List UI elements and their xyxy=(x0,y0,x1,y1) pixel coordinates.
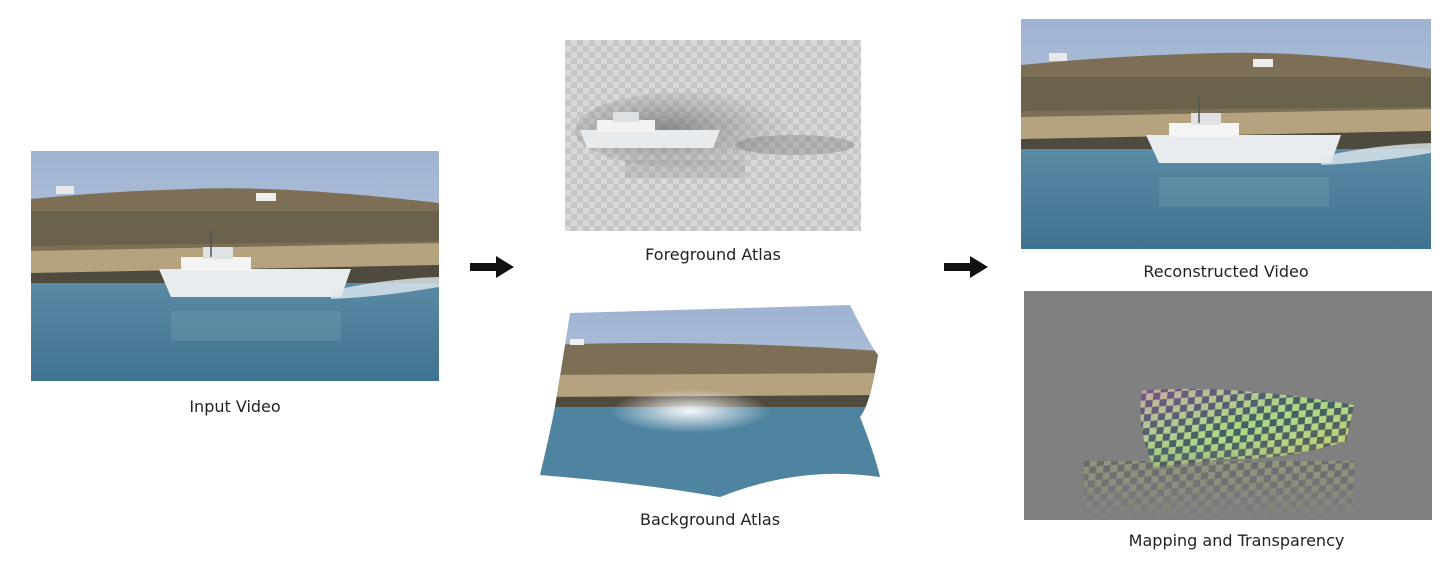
right-arrow-icon xyxy=(470,256,514,282)
foreground-atlas-caption: Foreground Atlas xyxy=(645,245,781,264)
right-arrow-icon xyxy=(944,256,988,282)
mapping-transparency-caption: Mapping and Transparency xyxy=(1128,531,1345,550)
mapping-transparency-image xyxy=(1024,291,1432,520)
background-atlas-image xyxy=(540,305,880,500)
reconstructed-video-image xyxy=(1021,19,1431,249)
input-video-caption: Input Video xyxy=(189,397,281,416)
background-atlas-caption: Background Atlas xyxy=(639,510,781,529)
reconstructed-video-caption: Reconstructed Video xyxy=(1143,262,1309,281)
input-video-image xyxy=(31,151,439,381)
foreground-atlas-image xyxy=(565,40,861,231)
